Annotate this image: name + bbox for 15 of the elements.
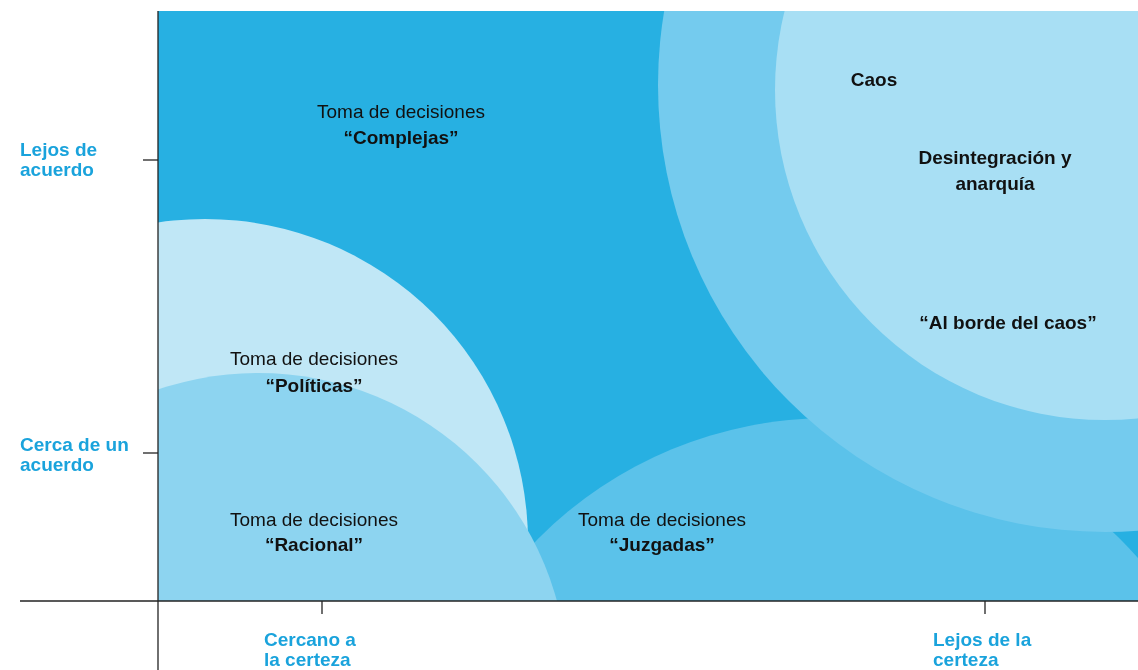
zone-label: “Juzgadas” [608, 533, 716, 557]
zone-title: Toma de decisiones [229, 347, 399, 371]
x-axis-label: Cercano a la certeza [264, 630, 357, 670]
y-axis-label: Lejos de acuerdo [20, 140, 99, 180]
zone-label: “Al borde del caos” [918, 311, 1098, 335]
zone-label: Desintegración y anarquía [917, 146, 1073, 196]
zone-label: “Racional” [263, 533, 365, 557]
y-axis-label: Cerca de un acuerdo [20, 435, 130, 475]
zone-label: “Políticas” [264, 374, 364, 398]
zone-title: Toma de decisiones [316, 100, 486, 124]
zone-title: Toma de decisiones [577, 508, 747, 532]
zone-label: “Complejas” [342, 126, 460, 150]
zone-title: Toma de decisiones [229, 508, 399, 532]
x-axis-label: Lejos de la certeza [933, 630, 1033, 670]
zone-label: Caos [849, 68, 899, 92]
